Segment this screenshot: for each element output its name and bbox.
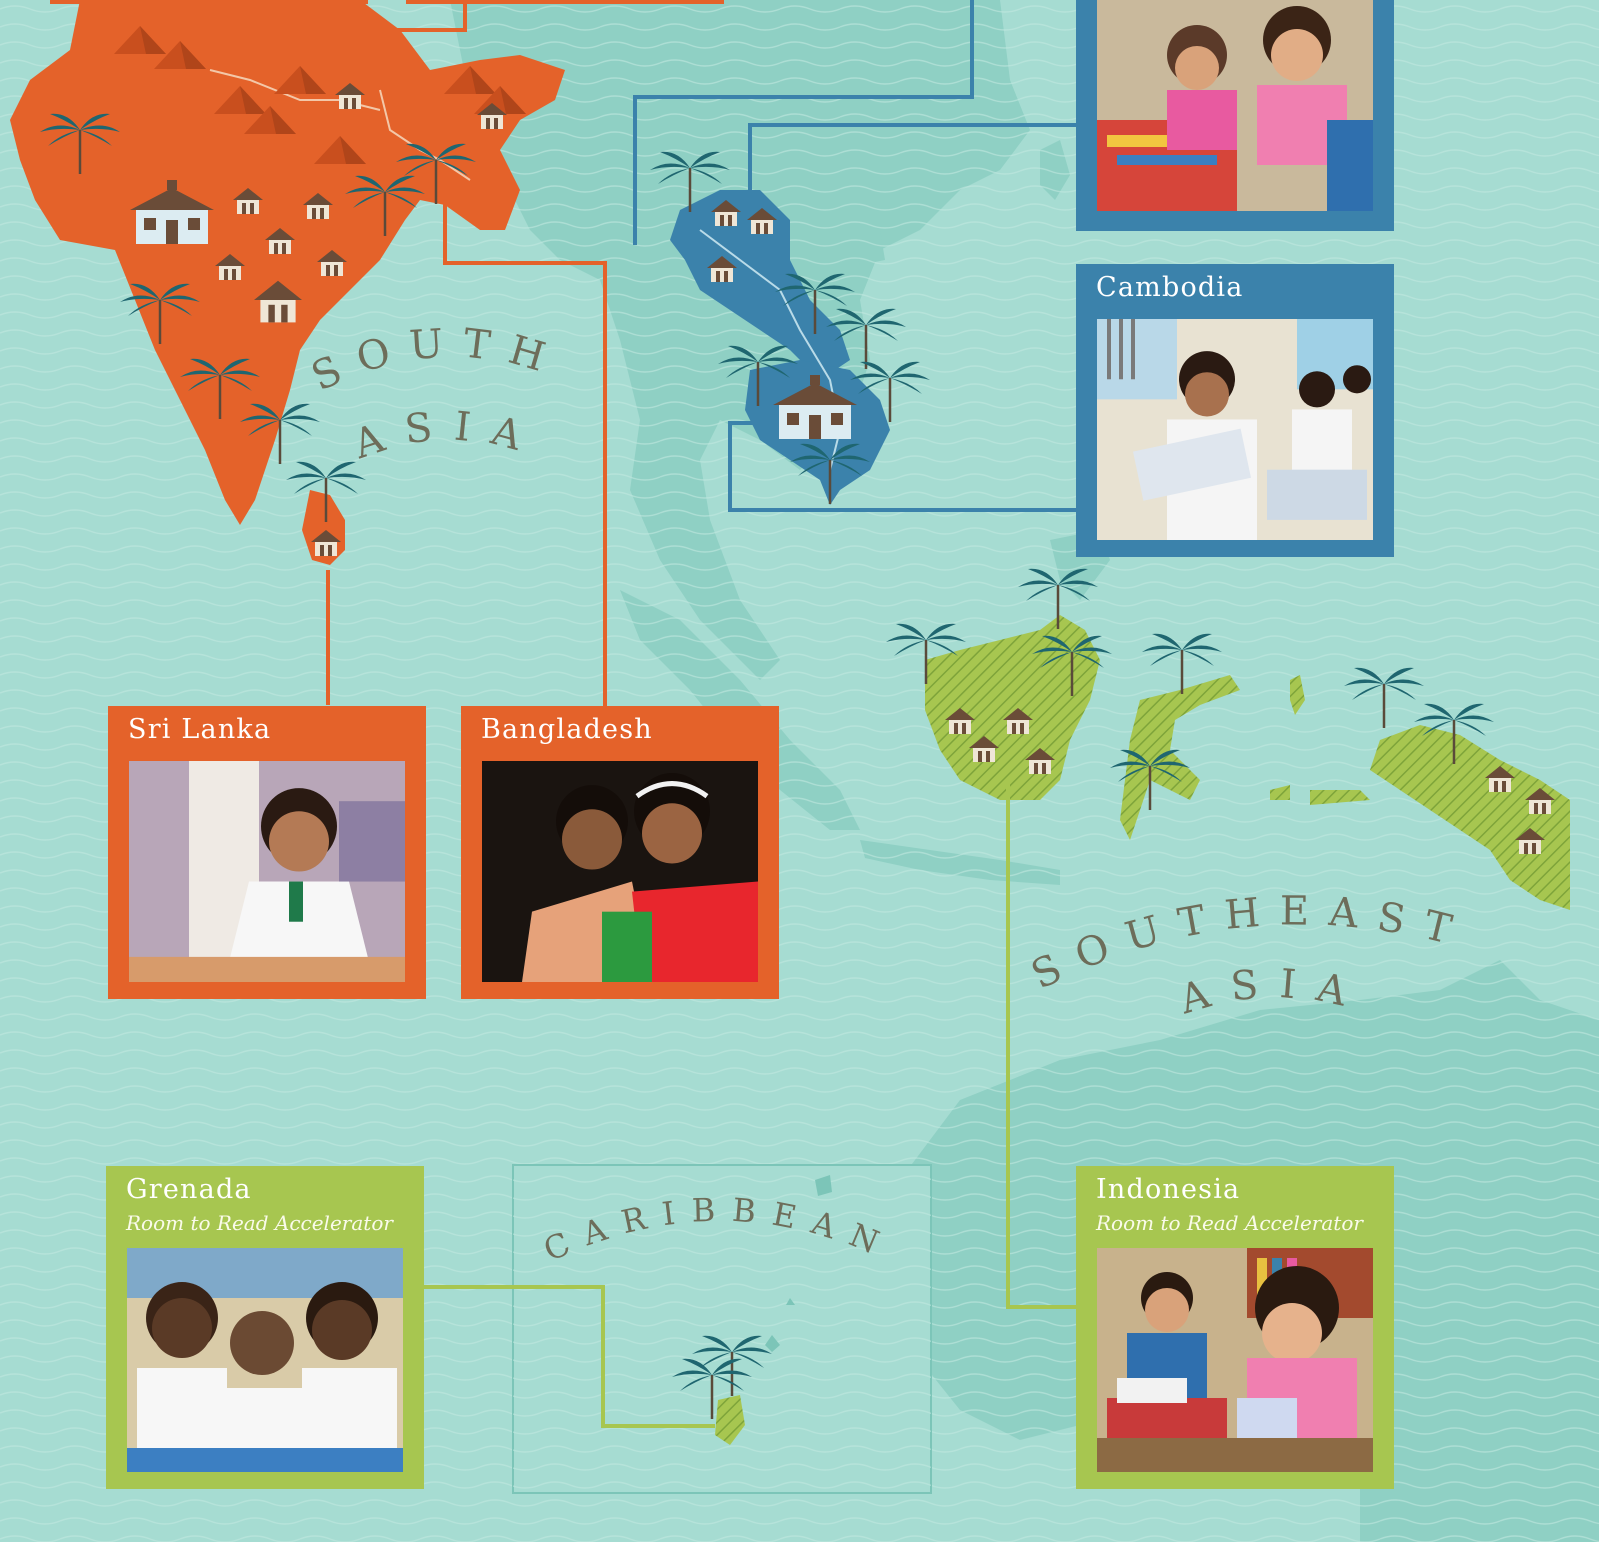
connector-bangladesh bbox=[443, 195, 607, 706]
connector-cambodia bbox=[728, 421, 1076, 512]
card-grenada-name: Grenada bbox=[126, 1174, 252, 1205]
card-grenada[interactable]: Grenada Room to Read Accelerator bbox=[106, 1166, 424, 1489]
photo-three-students[interactable] bbox=[127, 1248, 403, 1472]
caribbean-islands bbox=[765, 1175, 832, 1352]
connector-laos bbox=[748, 123, 1076, 195]
card-indonesia-name: Indonesia bbox=[1096, 1174, 1241, 1205]
card-cambodia[interactable]: Cambodia bbox=[1076, 264, 1394, 557]
region-sulawesi bbox=[1120, 675, 1240, 840]
photo-children-reading[interactable] bbox=[129, 761, 405, 982]
card-sri-lanka[interactable]: Sri Lanka bbox=[108, 706, 426, 999]
card-sri-lanka-name: Sri Lanka bbox=[128, 714, 272, 745]
connector-indonesia bbox=[1006, 780, 1076, 1309]
card-cambodia-name: Cambodia bbox=[1096, 272, 1244, 303]
region-laos bbox=[670, 190, 850, 380]
connector-vietnam-north bbox=[633, 0, 974, 245]
card-grenada-subtitle: Room to Read Accelerator bbox=[126, 1211, 393, 1235]
card-indonesia-subtitle: Room to Read Accelerator bbox=[1096, 1211, 1363, 1235]
card-fragment-left bbox=[50, 0, 368, 4]
region-maluku bbox=[1270, 675, 1370, 805]
region-grenada bbox=[715, 1395, 745, 1445]
card-bangladesh-name: Bangladesh bbox=[481, 714, 653, 745]
photo-children-with-books[interactable] bbox=[1097, 0, 1373, 211]
region-south-asia-mainland bbox=[10, 0, 565, 525]
card-fragment-right bbox=[406, 0, 724, 4]
card-bangladesh[interactable]: Bangladesh bbox=[461, 706, 779, 999]
region-papua bbox=[1370, 725, 1570, 910]
card-indonesia[interactable]: Indonesia Room to Read Accelerator bbox=[1076, 1166, 1394, 1489]
photo-children-library[interactable] bbox=[1097, 1248, 1373, 1472]
connector-grenada bbox=[422, 1285, 715, 1428]
card-laos[interactable] bbox=[1076, 0, 1394, 231]
photo-students-reading[interactable] bbox=[1097, 319, 1373, 540]
photo-two-girls[interactable] bbox=[482, 761, 758, 982]
connector-india-north-left bbox=[370, 0, 467, 80]
region-borneo bbox=[925, 615, 1100, 800]
